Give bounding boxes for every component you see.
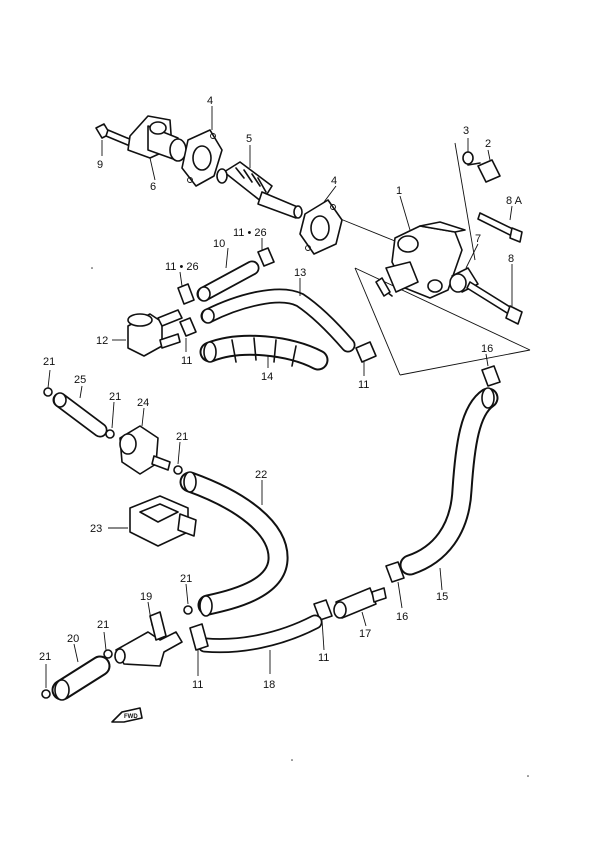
- clip-11-f: [189, 623, 209, 651]
- clip-11-e: [313, 599, 333, 621]
- clip-16-b: [385, 561, 405, 583]
- label-21-b: 21: [109, 391, 121, 403]
- label-10: 10: [213, 238, 225, 250]
- label-2: 2: [485, 138, 491, 150]
- bolt-8a: [477, 212, 523, 243]
- clip-21-e: [103, 649, 113, 659]
- joint-19: [114, 611, 183, 667]
- clip-11-a: [257, 247, 275, 267]
- fuel-filter-12: [127, 309, 183, 357]
- clip-11-d: [355, 341, 377, 363]
- bolt-8: [466, 281, 523, 325]
- label-24: 24: [137, 397, 149, 409]
- clip-21-b: [105, 429, 115, 439]
- label-11-26-lower: 11 • 26: [165, 261, 199, 273]
- clip-11-b: [177, 283, 195, 305]
- gasket-upper: [181, 129, 223, 187]
- hose-10: [196, 260, 260, 302]
- label-4-upper: 4: [207, 95, 213, 107]
- label-12: 12: [96, 335, 108, 347]
- label-25: 25: [74, 374, 86, 386]
- clip-11-c: [179, 317, 197, 337]
- washer: [462, 151, 474, 165]
- label-20: 20: [67, 633, 79, 645]
- label-4-lower: 4: [331, 175, 337, 187]
- label-19: 19: [140, 591, 152, 603]
- label-11-d: 11: [192, 679, 203, 691]
- label-11-26-upper: 11 • 26: [233, 227, 267, 239]
- label-22: 22: [255, 469, 267, 481]
- label-23: 23: [90, 523, 102, 535]
- label-14: 14: [261, 371, 273, 383]
- label-6: 6: [150, 181, 156, 193]
- housing-6: [127, 115, 187, 162]
- part-labels: 4 5 6 9 1 3 2 4 8 A 7 8 11 • 26 10 11 • …: [39, 95, 523, 691]
- hose-15: [399, 387, 499, 576]
- fuel-filter-24: [119, 425, 171, 475]
- label-15: 15: [436, 591, 448, 603]
- inline-filter-17: [333, 587, 387, 619]
- case-23: [129, 495, 197, 547]
- label-16-upper: 16: [481, 343, 493, 355]
- fuel-pump-assembly: [337, 142, 531, 376]
- label-21-e: 21: [97, 619, 109, 631]
- label-1: 1: [396, 185, 402, 197]
- label-18: 18: [263, 679, 275, 691]
- hose-20: [51, 655, 111, 701]
- scan-specks: [91, 267, 529, 777]
- clip-21-a: [43, 387, 53, 397]
- pump-gear-shaft: [216, 161, 303, 219]
- cap-nut: [467, 159, 501, 183]
- label-21-c: 21: [176, 431, 188, 443]
- hose-25: [52, 392, 108, 438]
- label-21-d: 21: [180, 573, 192, 585]
- label-3: 3: [463, 125, 469, 137]
- label-21-f: 21: [39, 651, 51, 663]
- label-17: 17: [359, 628, 371, 640]
- hose-18: [197, 614, 323, 654]
- label-8: 8: [508, 253, 514, 265]
- label-21-a: 21: [43, 356, 55, 368]
- label-8a: 8 A: [506, 195, 523, 207]
- leader-lines: [45, 106, 513, 688]
- hose-protector-14: [199, 334, 329, 371]
- clip-16-a: [481, 365, 501, 387]
- hose-22: [179, 471, 289, 617]
- clip-21-d: [183, 605, 193, 615]
- hose-13: [200, 288, 356, 353]
- label-11-c: 11: [318, 652, 329, 664]
- fwd-label: FWD: [124, 714, 138, 720]
- label-9: 9: [97, 159, 103, 171]
- label-7: 7: [475, 233, 481, 245]
- fwd-arrow-icon: FWD: [111, 707, 143, 723]
- label-11-b: 11: [358, 379, 369, 391]
- bolt-9: [95, 123, 133, 147]
- gasket-lower: [299, 199, 343, 255]
- clip-21-c: [173, 465, 183, 475]
- label-13: 13: [294, 267, 306, 279]
- clip-21-f: [41, 689, 51, 699]
- label-16-lower: 16: [396, 611, 408, 623]
- label-11-a: 11: [181, 355, 192, 367]
- label-5: 5: [246, 133, 252, 145]
